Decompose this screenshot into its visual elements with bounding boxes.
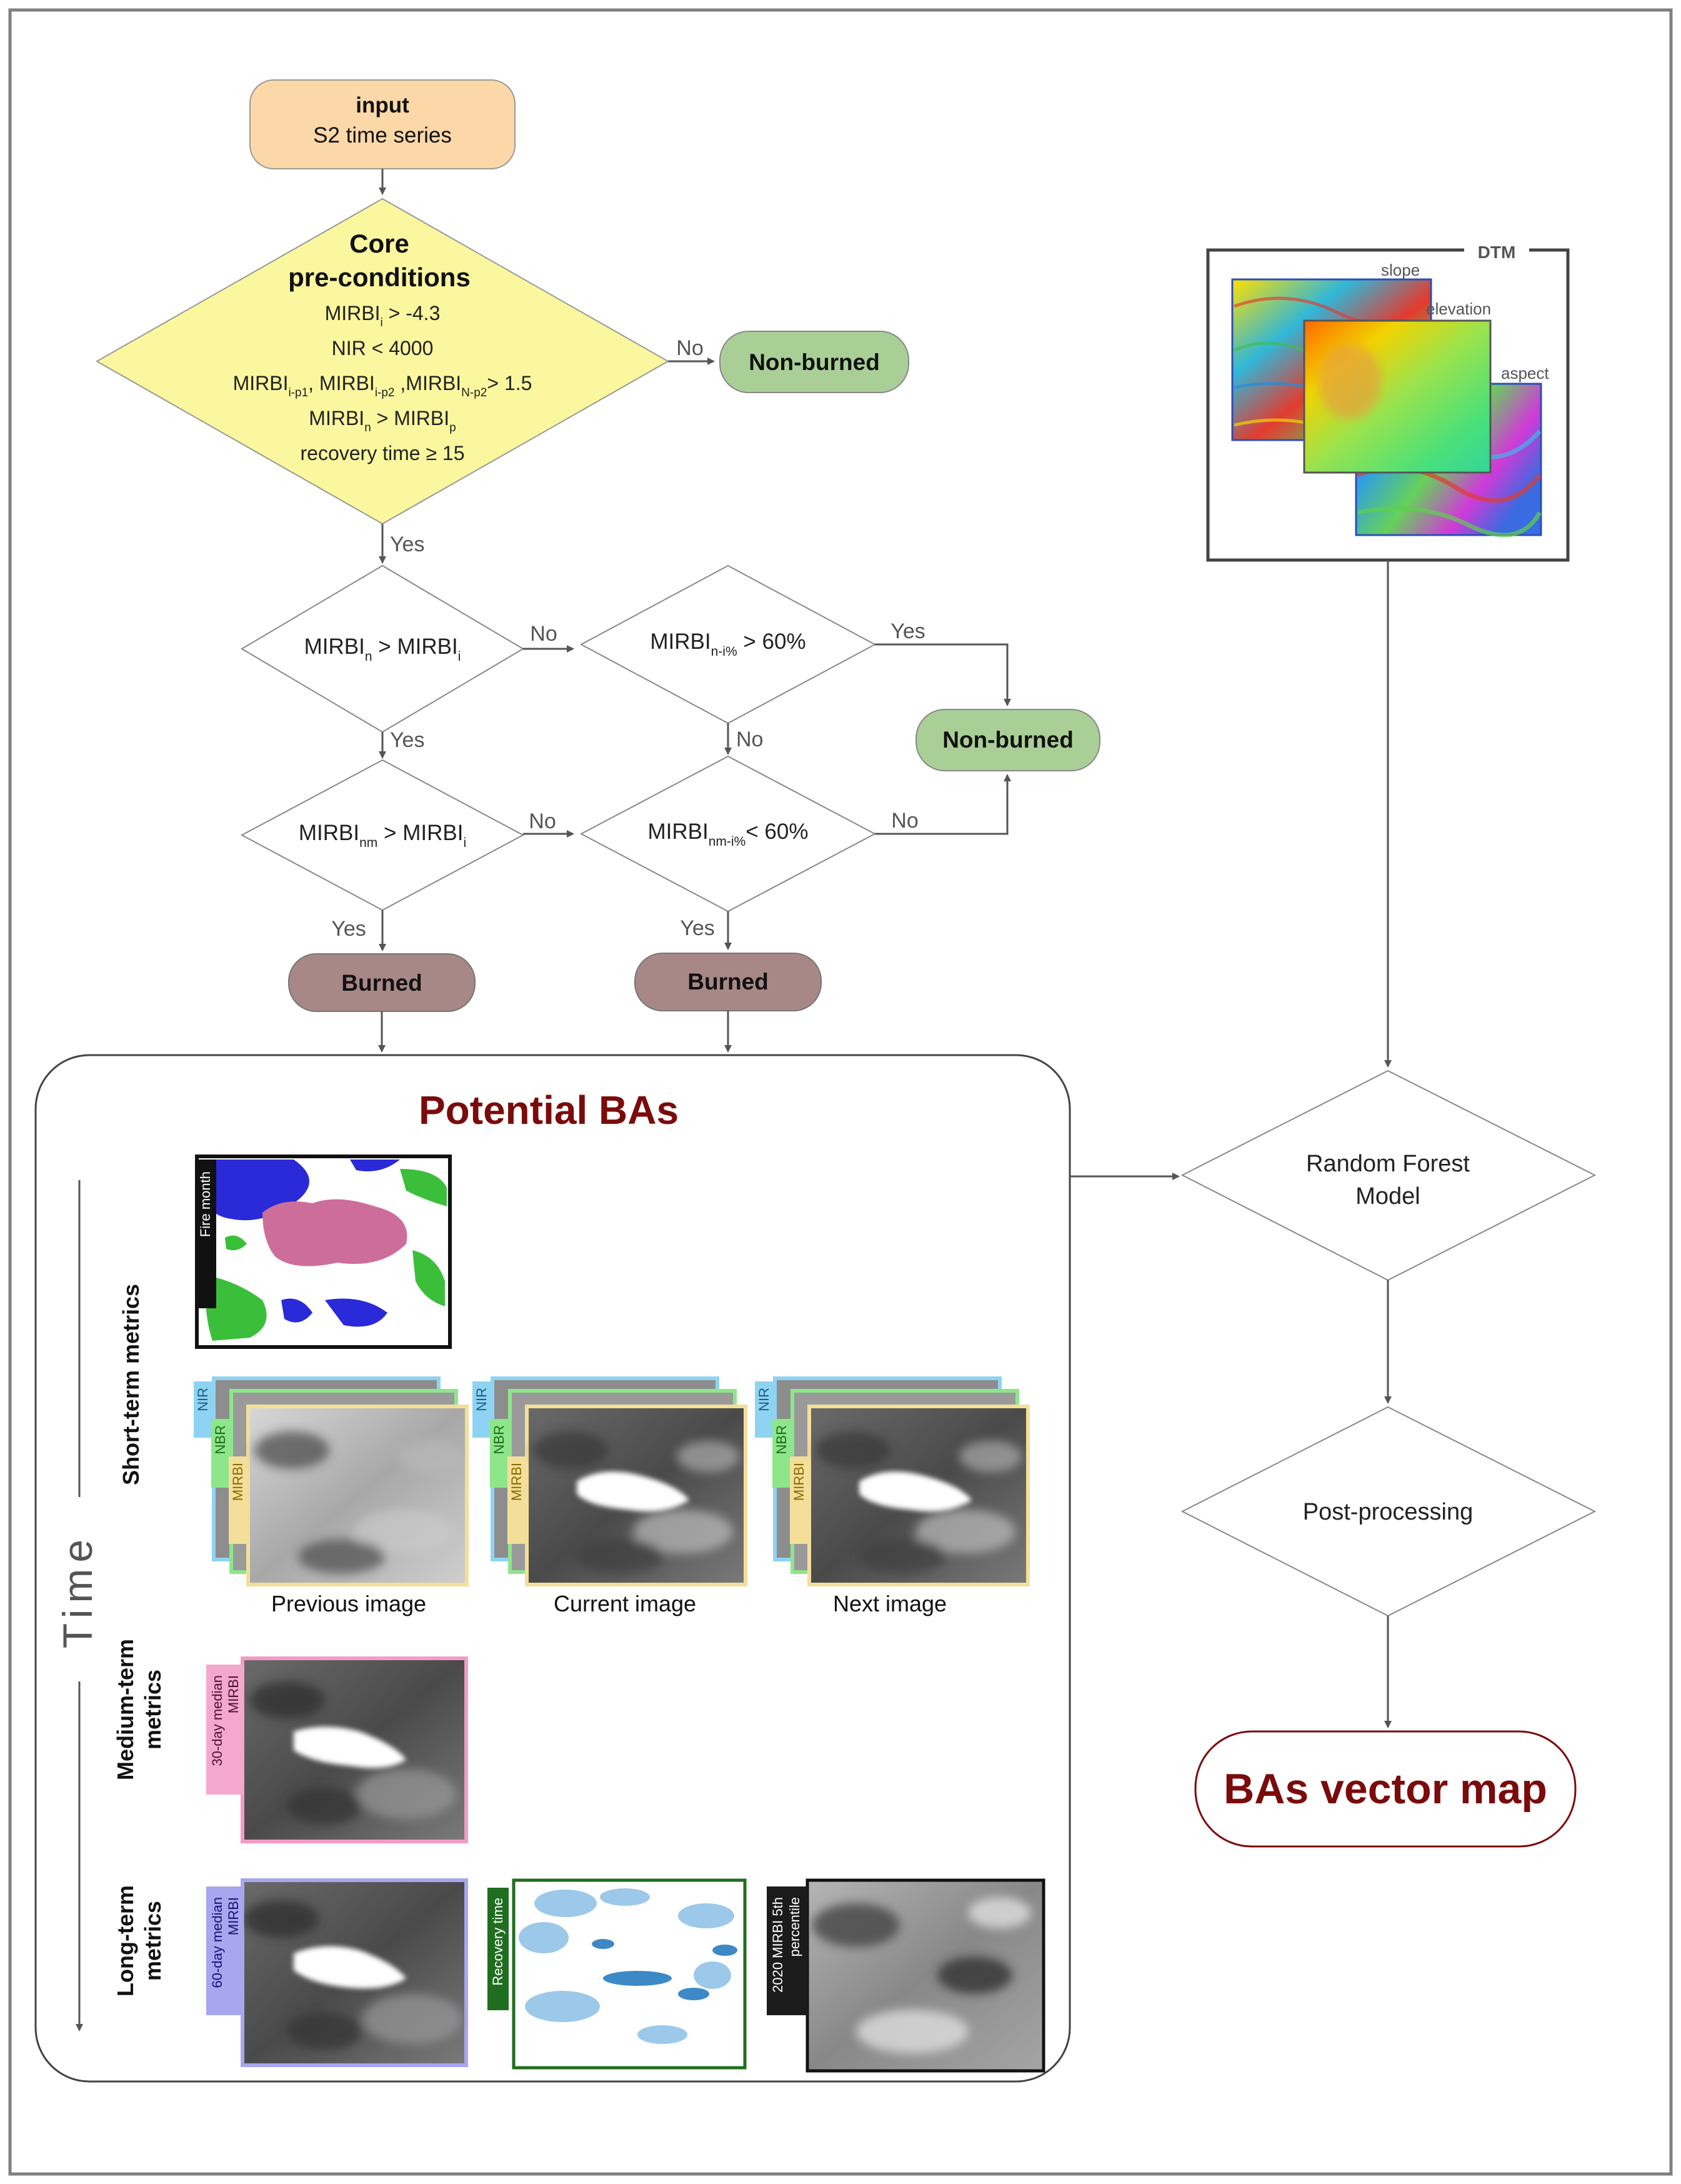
no-label: No [529, 809, 556, 833]
no-label: No [530, 622, 557, 646]
fire-month-map [195, 1155, 452, 1349]
nonburned-label-2: Non-burned [942, 727, 1074, 753]
no-label: No [676, 336, 703, 360]
core-rule: NIR < 4000 [332, 337, 434, 359]
percentile-tag [767, 1886, 808, 2015]
random-forest-label: Random Forest [1306, 1151, 1470, 1177]
arrow-d2-nonburned [875, 643, 1011, 706]
percentile-tag-label: percentile [787, 1897, 802, 1956]
medium-term-tag-label: 30-day median [209, 1675, 225, 1766]
stack-tag-label: NIR [756, 1388, 772, 1411]
medium-term-tag [206, 1665, 244, 1795]
stack-tag-mirbi [507, 1456, 526, 1544]
stack-caption-current: Current image [554, 1591, 696, 1616]
core-rule: recovery time ≥ 15 [301, 442, 465, 464]
time-label: Time [54, 1533, 101, 1648]
yes-label: Yes [890, 619, 925, 643]
input-label: input [356, 93, 409, 118]
core-rule: MIRBIi-p1, MIRBIi-p2 ,MIRBIN-p2> 1.5 [233, 372, 532, 399]
long-term-median-tag [206, 1886, 244, 2015]
stack-tag-label: NIR [195, 1388, 211, 1411]
stack-tag-label: MIRBI [509, 1463, 524, 1501]
stack-caption-previous: Previous image [271, 1591, 426, 1616]
dtm-slope-label: slope [1381, 261, 1420, 279]
dtm-elevation-layer [1303, 319, 1492, 474]
long-term-median-tag-label: 60-day median [209, 1897, 225, 1988]
recovery-time-tag [487, 1888, 509, 2010]
stack-tag-mirbi [229, 1456, 247, 1544]
long-term-label: Long-term [112, 1885, 138, 1996]
long-term-median-image [241, 1878, 468, 2067]
fire-month-tag [195, 1160, 216, 1308]
stack-tag-label: NBR [212, 1425, 228, 1454]
stack-tag-nir [755, 1381, 774, 1438]
input-sublabel: S2 time series [313, 123, 452, 148]
nonburned-label-1: Non-burned [749, 349, 880, 375]
medium-term-image [241, 1656, 468, 1843]
decision-label: MIRBIn > MIRBIi [304, 634, 461, 664]
random-forest-label: Model [1355, 1183, 1420, 1210]
no-label: No [736, 728, 763, 751]
potential-bas-title: Potential BAs [419, 1088, 679, 1133]
nonburned-box-2 [915, 709, 1100, 771]
medium-term-label: metrics [140, 1670, 166, 1750]
burned-area-patch [577, 1471, 689, 1511]
stack-caption-next: Next image [833, 1591, 947, 1616]
yes-label: Yes [331, 917, 366, 941]
bas-vector-map-label: BAs vector map [1224, 1765, 1547, 1813]
stack-tag-mirbi [790, 1456, 809, 1544]
dtm-elevation-label: elevation [1426, 299, 1491, 318]
medium-term-label: Medium-term [112, 1639, 138, 1780]
nonburned-box-1 [719, 331, 909, 393]
burned-label-2: Burned [687, 969, 769, 994]
percentile-image [806, 1878, 1045, 2073]
post-processing-label: Post-processing [1303, 1499, 1473, 1525]
arrow-d4-nonburned [875, 774, 1011, 835]
decision-label: MIRBInm > MIRBIi [299, 821, 466, 850]
stack-tag-label: MIRBI [791, 1463, 807, 1501]
terrain-texture [254, 1431, 461, 1574]
medium-term-tag-label: MIRBI [226, 1675, 241, 1713]
recovery-time-image [512, 1878, 747, 2070]
stack-tag-nbr [490, 1419, 509, 1488]
core-title: Core [349, 229, 409, 258]
burned-area-patch [859, 1471, 972, 1511]
stack-tag-nir [194, 1381, 212, 1438]
stack-tag-label: NBR [491, 1425, 507, 1454]
dtm-title: DTM [1478, 243, 1516, 262]
dtm-aspect-label: aspect [1501, 364, 1549, 383]
decision-label: MIRBIn-i% > 60% [650, 629, 806, 659]
long-term-median-tag-label: MIRBI [226, 1897, 241, 1935]
yes-label: Yes [390, 533, 424, 556]
stack-tag-label: NIR [474, 1388, 489, 1411]
terrain-texture [533, 1431, 739, 1574]
stack-tag-nbr [772, 1419, 791, 1488]
stack-tag-nbr [211, 1419, 230, 1488]
core-rule: MIRBIn > MIRBIp [309, 407, 456, 434]
bas-vector-map-box [1194, 1730, 1577, 1848]
burned-label-1: Burned [341, 970, 422, 996]
short-term-label: Short-term metrics [118, 1284, 144, 1485]
decision-label: MIRBInm-i%< 60% [648, 819, 809, 849]
recovery-time-tag-label: Recovery time [490, 1898, 506, 1986]
fire-month-tag-label: Fire month [197, 1171, 213, 1237]
stack-tag-label: NBR [774, 1425, 789, 1454]
yes-label: Yes [390, 728, 424, 752]
core-rule: MIRBIi > -4.3 [325, 302, 441, 329]
stack-tag-nir [472, 1381, 491, 1438]
percentile-tag-label: 2020 MIRBI 5th [770, 1897, 786, 1993]
no-label: No [891, 809, 918, 833]
long-term-label: metrics [140, 1901, 166, 1981]
core-subtitle: pre-conditions [288, 263, 471, 292]
terrain-texture [816, 1431, 1022, 1574]
stack-tag-label: MIRBI [230, 1463, 246, 1501]
yes-label: Yes [680, 916, 714, 940]
dtm-title-bg [1464, 239, 1529, 261]
